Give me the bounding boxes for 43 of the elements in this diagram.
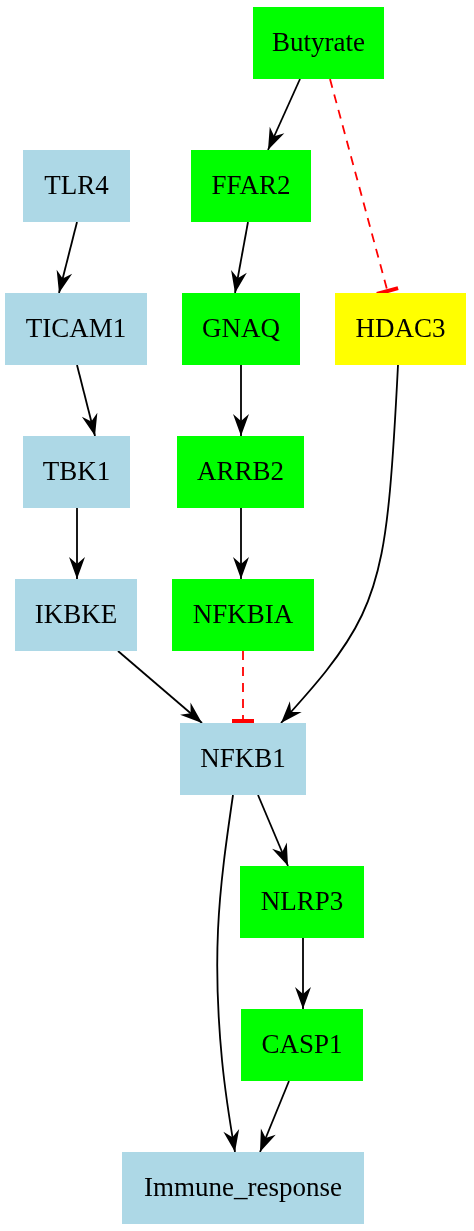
gene-box — [180, 723, 306, 795]
arrow — [280, 364, 399, 724]
inhibition-line — [232, 650, 254, 724]
arrow — [267, 78, 301, 151]
arrow — [76, 364, 98, 437]
arrow — [233, 507, 249, 580]
gene-box — [172, 579, 314, 651]
gene-label: NLRP3 — [260, 887, 344, 917]
gene-label: FFAR2 — [211, 171, 291, 201]
arrow — [216, 794, 240, 1153]
gene-label: HDAC3 — [355, 314, 446, 344]
gene-label: IKBKE — [34, 600, 118, 630]
gene-label: Butyrate — [272, 28, 365, 58]
gene-label: Immune_response — [144, 1173, 342, 1203]
gene-box — [122, 1152, 364, 1224]
gene-box — [15, 579, 137, 651]
arrow — [233, 364, 249, 437]
gene-label: NFKB1 — [200, 744, 286, 774]
gene-label: GNAQ — [202, 314, 280, 344]
arrow — [117, 650, 203, 724]
gene-box — [23, 150, 130, 222]
inhibition-line — [329, 78, 399, 296]
gene-label: TICAM1 — [25, 314, 127, 344]
arrow — [295, 937, 311, 1010]
gene-box — [177, 436, 304, 508]
gene-box — [191, 150, 311, 222]
gene-box — [5, 293, 147, 365]
gene-box — [240, 866, 364, 938]
arrow — [259, 1080, 290, 1153]
gene-box — [23, 436, 130, 508]
arrow — [257, 794, 289, 867]
gene-box — [253, 7, 384, 79]
arrow — [69, 507, 85, 580]
gene-box — [182, 293, 300, 365]
arrow — [231, 221, 249, 294]
gene-label: TBK1 — [42, 457, 111, 487]
gene-label: CASP1 — [261, 1030, 343, 1060]
gene-label: NFKBIA — [192, 600, 294, 630]
gene-box — [241, 1009, 363, 1081]
gene-box — [335, 293, 466, 365]
arrow — [56, 221, 78, 294]
gene-label: ARRB2 — [197, 457, 284, 487]
gene-label: TLR4 — [44, 171, 109, 201]
